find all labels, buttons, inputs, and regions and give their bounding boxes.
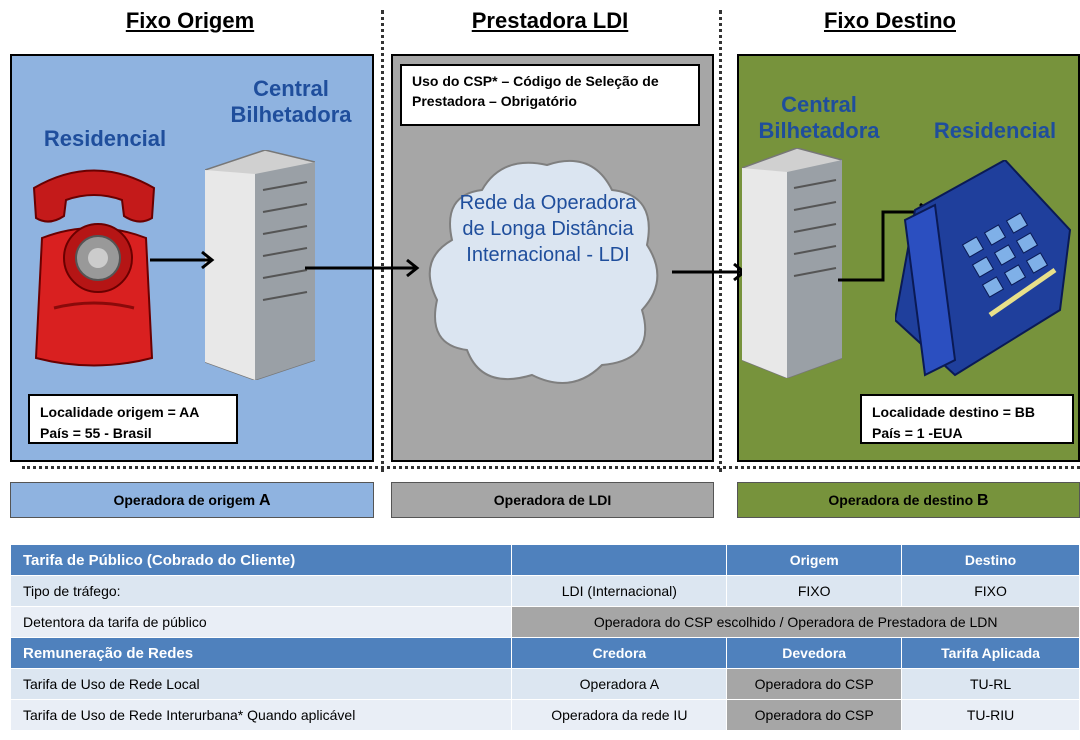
arrow-icon: [672, 262, 747, 282]
row-merged-cell: Operadora do CSP escolhido / Operadora d…: [511, 606, 1080, 638]
csp-note-box: Uso do CSP* – Código de Seleção de Prest…: [400, 64, 700, 126]
origem-localidade: Localidade origem = AA: [40, 404, 200, 420]
table-header-title: Tarifa de Público (Cobrado do Cliente): [9, 544, 513, 576]
operadora-origem-bar: Operadora de origem A: [10, 482, 374, 518]
row-cell: Operadora da rede IU: [511, 699, 728, 731]
row-label: Detentora da tarifa de público: [9, 606, 513, 638]
destino-pais: País = 1 -EUA: [872, 425, 963, 441]
arrow-icon: [305, 258, 420, 278]
table-row: Tarifa de Uso de Rede Interurbana* Quand…: [9, 699, 1080, 731]
row-cell: TU-RL: [901, 668, 1080, 700]
table-header-credora: Credora: [511, 637, 728, 669]
row-cell: FIXO: [726, 575, 903, 607]
table-row: Tipo de tráfego: LDI (Internacional) FIX…: [9, 575, 1080, 607]
row-label: Tipo de tráfego:: [9, 575, 513, 607]
tarifa-table: Tarifa de Público (Cobrado do Cliente) O…: [9, 544, 1080, 731]
operadora-destino-letter: B: [977, 492, 989, 509]
table-header-cell: [511, 544, 728, 576]
origem-residencial-label: Residencial: [43, 126, 167, 151]
table-header-tarifa: Tarifa Aplicada: [901, 637, 1080, 669]
arrow-icon: [150, 250, 215, 270]
row-cell: FIXO: [901, 575, 1080, 607]
origem-central-label: Central Bilhetadora: [230, 76, 352, 128]
destino-residencial-label: Residencial: [933, 118, 1057, 143]
destino-localidade: Localidade destino = BB: [872, 404, 1035, 420]
red-telephone-icon: [32, 169, 156, 367]
table-header-row: Tarifa de Público (Cobrado do Cliente) O…: [9, 544, 1080, 576]
server-tower-icon: [742, 148, 842, 378]
destino-info-box: Localidade destino = BB País = 1 -EUA: [860, 394, 1074, 444]
cloud-icon: [428, 159, 659, 384]
operadora-origem-label: Operadora de origem: [113, 492, 256, 508]
row-cell: Operadora do CSP: [726, 668, 903, 700]
row-label: Tarifa de Uso de Rede Local: [9, 668, 513, 700]
row-cell: TU-RIU: [901, 699, 1080, 731]
header-fixo-origem: Fixo Origem: [125, 8, 255, 33]
separator-right: [719, 10, 722, 472]
table-header-title: Remuneração de Redes: [9, 637, 513, 669]
table-header-row: Remuneração de Redes Credora Devedora Ta…: [9, 637, 1080, 669]
row-label: Tarifa de Uso de Rede Interurbana* Quand…: [9, 699, 513, 731]
row-cell: LDI (Internacional): [511, 575, 728, 607]
operadora-ldi-label: Operadora de LDI: [493, 492, 612, 508]
table-row: Detentora da tarifa de público Operadora…: [9, 606, 1080, 638]
operadora-origem-letter: A: [258, 492, 271, 509]
destino-central-label: Central Bilhetadora: [758, 92, 880, 144]
row-cell: Operadora A: [511, 668, 728, 700]
origem-info-box: Localidade origem = AA País = 55 - Brasi…: [28, 394, 238, 444]
origem-pais: País = 55 - Brasil: [40, 425, 152, 441]
operadora-destino-label: Operadora de destino: [828, 492, 974, 508]
table-row: Tarifa de Uso de Rede Local Operadora A …: [9, 668, 1080, 700]
operadora-destino-bar: Operadora de destino B: [737, 482, 1080, 518]
operadora-ldi-bar: Operadora de LDI: [391, 482, 714, 518]
separator-horizontal: [22, 466, 1080, 469]
row-cell: Operadora do CSP: [726, 699, 903, 731]
blue-desk-phone-icon: [895, 160, 1072, 377]
server-tower-icon: [205, 150, 315, 380]
table-header-origem: Origem: [726, 544, 903, 576]
separator-left: [381, 10, 384, 472]
cloud-text: Rede da Operadora de Longa Distância Int…: [459, 192, 637, 266]
header-prestadora-ldi: Prestadora LDI: [471, 8, 629, 33]
table-header-devedora: Devedora: [726, 637, 903, 669]
header-fixo-destino: Fixo Destino: [823, 8, 956, 33]
table-header-destino: Destino: [901, 544, 1080, 576]
